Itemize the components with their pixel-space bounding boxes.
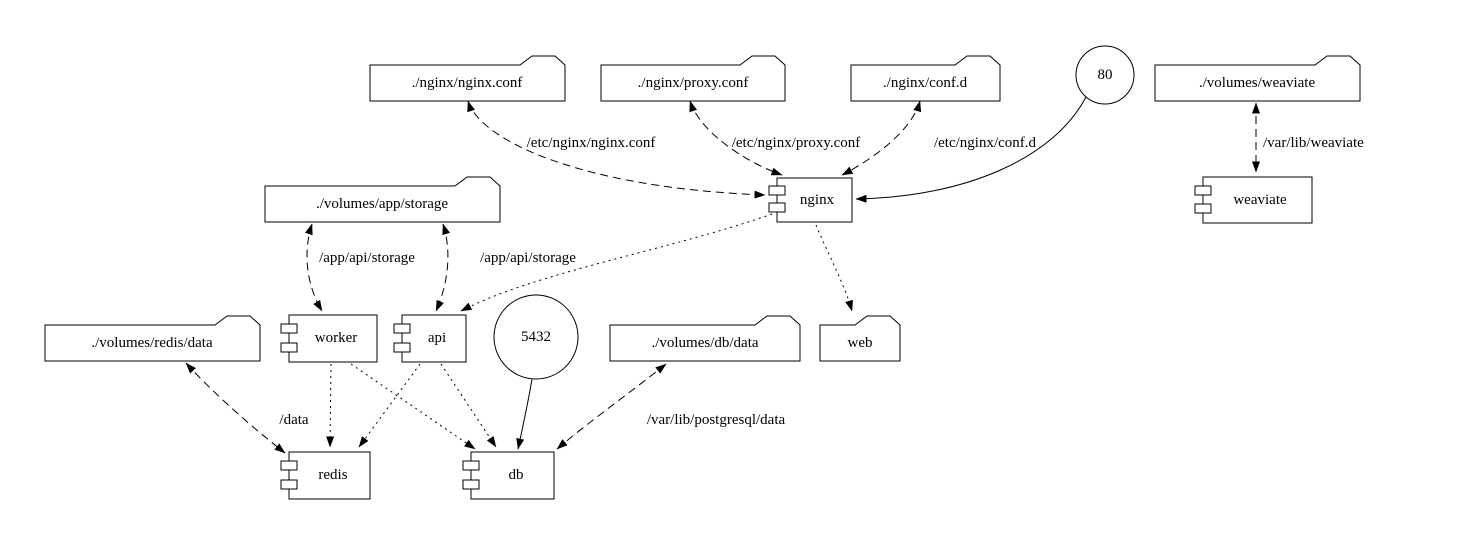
- node-nginx-component: nginx: [768, 177, 853, 223]
- component-tab-icon: [1194, 185, 1212, 196]
- component-tab-icon: [462, 460, 480, 471]
- edge-conf-d-to-nginx: [841, 100, 922, 176]
- node-redis-component: redis: [280, 451, 371, 500]
- node-proxy-conf-label: ./nginx/proxy.conf: [638, 75, 749, 91]
- node-nginx-conf-label: ./nginx/nginx.conf: [412, 75, 523, 91]
- edge-label-weaviate-mount: /var/lib/weaviate: [1263, 135, 1364, 151]
- edge-port-80-to-nginx: [855, 96, 1087, 203]
- edge-nginx-conf-to-nginx: [467, 100, 766, 199]
- component-box: [288, 314, 378, 363]
- node-db-label: db: [509, 467, 524, 483]
- node-volumes-db-data-label: ./volumes/db/data: [651, 335, 758, 351]
- component-box: [1202, 176, 1313, 224]
- node-api-component: api: [393, 314, 467, 363]
- node-volumes-weaviate-label: ./volumes/weaviate: [1199, 75, 1316, 91]
- edge-api-to-db: [440, 363, 497, 448]
- edge-app-storage-to-api: [435, 223, 451, 312]
- folder-icon: [819, 315, 901, 362]
- node-web-folder: web: [819, 315, 901, 362]
- component-tab-icon: [1194, 203, 1212, 214]
- node-port-80: 80: [1075, 45, 1135, 105]
- folder-icon: [609, 315, 801, 362]
- edge-proxy-conf-to-nginx: [689, 100, 783, 176]
- node-volumes-db-data-folder: ./volumes/db/data: [609, 315, 801, 362]
- port-circle-icon: [493, 294, 579, 380]
- edge-port-5432-to-db: [516, 378, 533, 450]
- component-tab-icon: [768, 202, 786, 213]
- edge-label-nginx-conf-mount: /etc/nginx/nginx.conf: [527, 135, 656, 151]
- edge-label-proxy-conf-mount: /etc/nginx/proxy.conf: [732, 135, 861, 151]
- node-redis-label: redis: [318, 467, 347, 483]
- node-nginx-label: nginx: [800, 192, 835, 208]
- node-worker-label: worker: [315, 330, 357, 346]
- edge-worker-to-db: [350, 363, 476, 450]
- node-nginx-conf-folder: ./nginx/nginx.conf: [369, 55, 566, 102]
- node-port-80-label: 80: [1098, 67, 1113, 83]
- component-tab-icon: [280, 342, 298, 353]
- node-volumes-app-storage-label: ./volumes/app/storage: [316, 196, 448, 212]
- component-tab-icon: [462, 479, 480, 490]
- node-port-5432-label: 5432: [521, 329, 551, 345]
- edge-nginx-to-api: [460, 213, 773, 312]
- port-circle-icon: [1075, 45, 1135, 105]
- node-volumes-app-storage-folder: ./volumes/app/storage: [264, 176, 501, 223]
- node-port-5432: 5432: [493, 294, 579, 380]
- node-volumes-weaviate-folder: ./volumes/weaviate: [1154, 55, 1361, 102]
- node-conf-d-folder: ./nginx/conf.d: [850, 55, 1001, 102]
- edge-worker-to-redis: [326, 363, 335, 448]
- component-tab-icon: [280, 323, 298, 334]
- node-proxy-conf-folder: ./nginx/proxy.conf: [600, 55, 786, 102]
- component-tab-icon: [768, 185, 786, 196]
- folder-icon: [44, 315, 261, 362]
- node-weaviate-component: weaviate: [1194, 176, 1313, 224]
- component-box: [470, 451, 555, 500]
- component-tab-icon: [393, 323, 411, 334]
- component-box: [776, 177, 853, 223]
- node-db-component: db: [462, 451, 555, 500]
- node-worker-component: worker: [280, 314, 378, 363]
- component-box: [401, 314, 467, 363]
- component-tab-icon: [280, 460, 298, 471]
- component-tab-icon: [280, 479, 298, 490]
- edge-api-to-redis: [358, 363, 421, 448]
- component-box: [288, 451, 371, 500]
- node-volumes-redis-data-label: ./volumes/redis/data: [91, 335, 213, 351]
- node-conf-d-label: ./nginx/conf.d: [883, 75, 968, 91]
- folder-icon: [369, 55, 566, 102]
- folder-icon: [1154, 55, 1361, 102]
- node-volumes-redis-data-folder: ./volumes/redis/data: [44, 315, 261, 362]
- edge-label-worker-storage-mount: /app/api/storage: [319, 250, 415, 266]
- component-tab-icon: [393, 342, 411, 353]
- edge-label-api-storage-mount: /app/api/storage: [480, 250, 576, 266]
- edge-app-storage-to-worker: [304, 223, 323, 312]
- edge-db-to-db-data: [556, 363, 667, 450]
- node-web-label: web: [848, 335, 873, 351]
- node-weaviate-label: weaviate: [1233, 192, 1287, 208]
- edge-redis-data-to-redis: [185, 362, 286, 454]
- edge-label-redis-mount: /data: [279, 412, 308, 428]
- edge-nginx-to-web: [815, 224, 853, 312]
- node-api-label: api: [428, 330, 446, 346]
- edge-label-db-mount: /var/lib/postgresql/data: [647, 412, 786, 428]
- edge-label-conf-d-mount: /etc/nginx/conf.d: [934, 135, 1037, 151]
